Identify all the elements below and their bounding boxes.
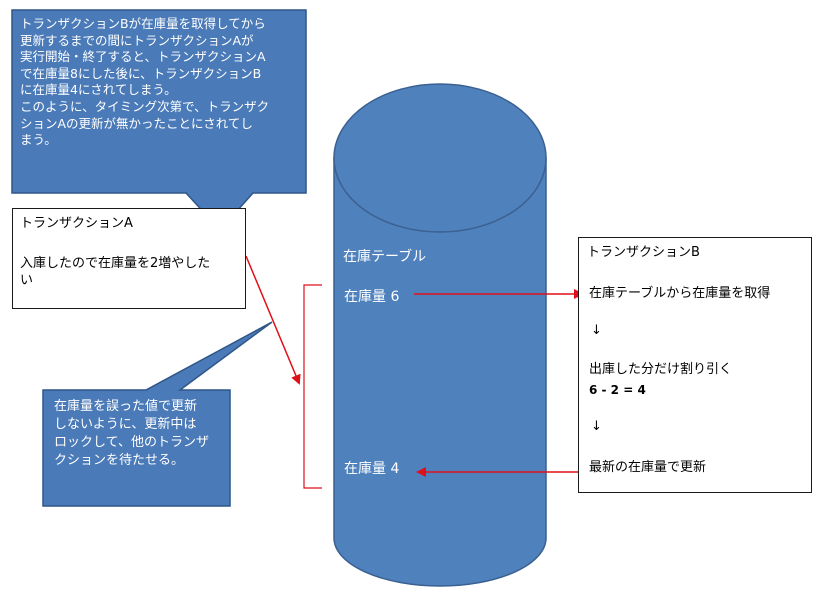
database-cylinder (333, 83, 547, 587)
table-label: 在庫テーブル (343, 249, 427, 265)
stock-read-label: 在庫量 6 (344, 289, 400, 305)
transaction-b-step2: 出庫した分だけ割り引く (589, 362, 733, 377)
callout-bottom-text: 在庫量を誤った値で更新 しないように、更新中は ロックして、他のトランザ クショ… (54, 399, 209, 468)
transaction-a-title: トランザクションA (20, 216, 133, 231)
down-arrow-1: ↓ (591, 323, 602, 338)
callout-top-text: トランザクションBが在庫量を取得してから 更新するまでの間にトランザクションAが… (20, 16, 270, 148)
transaction-b-title: トランザクションB (587, 245, 700, 260)
lock-bracket (303, 284, 322, 489)
transaction-b-calc: 6 - 2 = 4 (589, 383, 646, 397)
arrow-transaction-a-to-bracket (245, 255, 301, 385)
down-arrow-2: ↓ (591, 419, 602, 434)
transaction-b-step1: 在庫テーブルから在庫量を取得 (589, 286, 771, 301)
transaction-a-box: トランザクションA 入庫したので在庫量を2増やした い (12, 208, 246, 309)
callout-bottom-shape (42, 321, 273, 507)
transaction-b-box: トランザクションB 在庫テーブルから在庫量を取得 ↓ 出庫した分だけ割り引く 6… (578, 237, 812, 493)
transaction-b-step3: 最新の在庫量で更新 (589, 460, 707, 475)
transaction-a-body: 入庫したので在庫量を2増やした い (20, 256, 211, 288)
stock-written-label: 在庫量 4 (344, 461, 400, 477)
